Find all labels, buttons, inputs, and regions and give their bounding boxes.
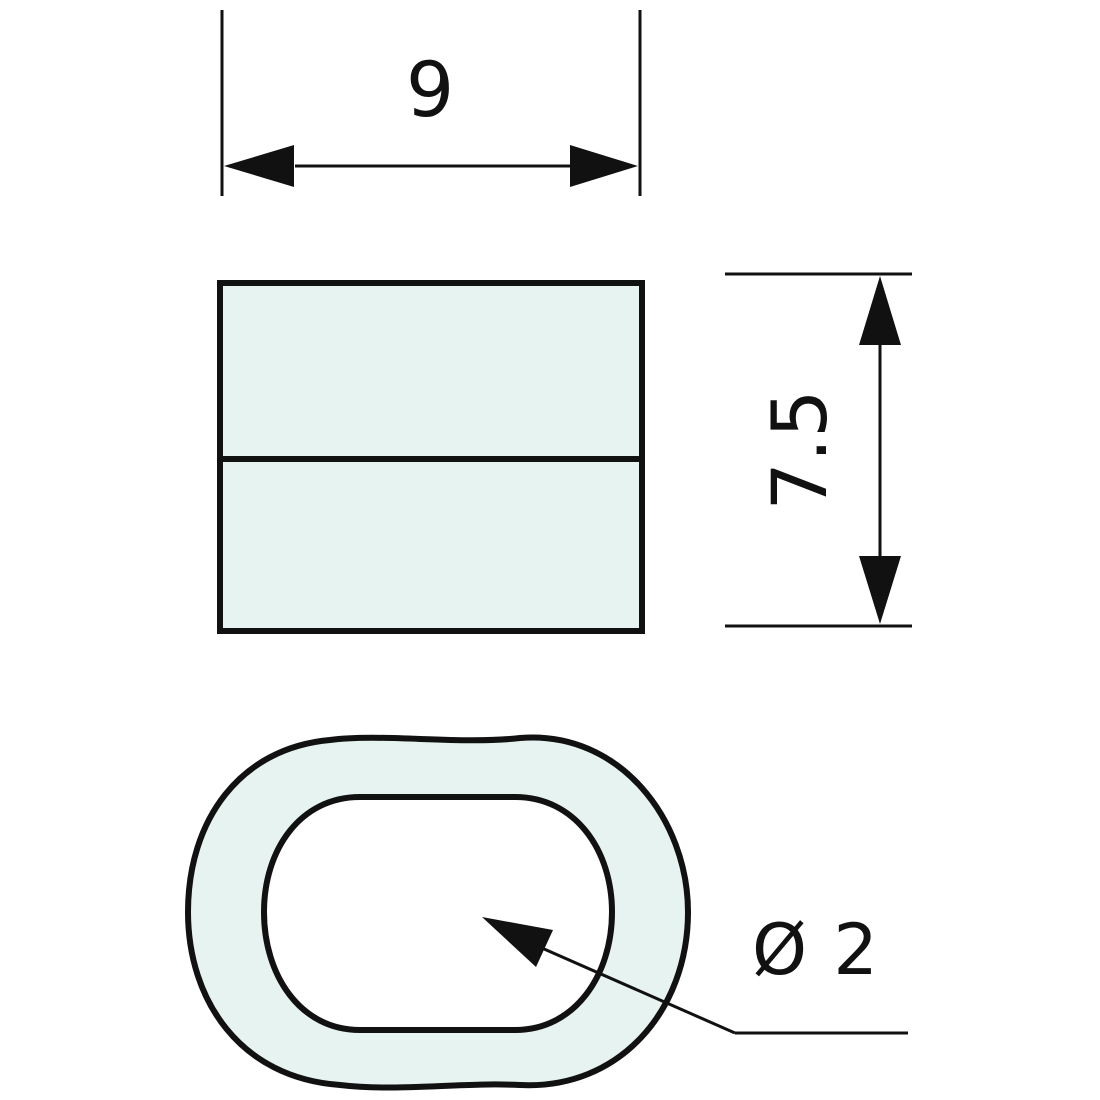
arrow-right-icon <box>570 145 638 187</box>
height-dimension-label: 7.5 <box>755 389 844 511</box>
end-view <box>184 734 692 1091</box>
arrow-up-icon <box>859 276 901 345</box>
arrow-left-icon <box>224 145 294 187</box>
height-dimension <box>725 272 912 628</box>
inner-hole <box>260 794 616 1033</box>
width-dimension <box>220 10 642 196</box>
diameter-leader <box>482 917 908 1035</box>
side-view <box>217 280 645 634</box>
width-dimension-label: 9 <box>405 45 455 134</box>
arrow-down-icon <box>859 556 901 624</box>
diameter-dimension-label: Ø 2 <box>752 909 880 991</box>
leader-arrow-icon <box>482 917 553 967</box>
leader-line <box>534 943 736 1035</box>
